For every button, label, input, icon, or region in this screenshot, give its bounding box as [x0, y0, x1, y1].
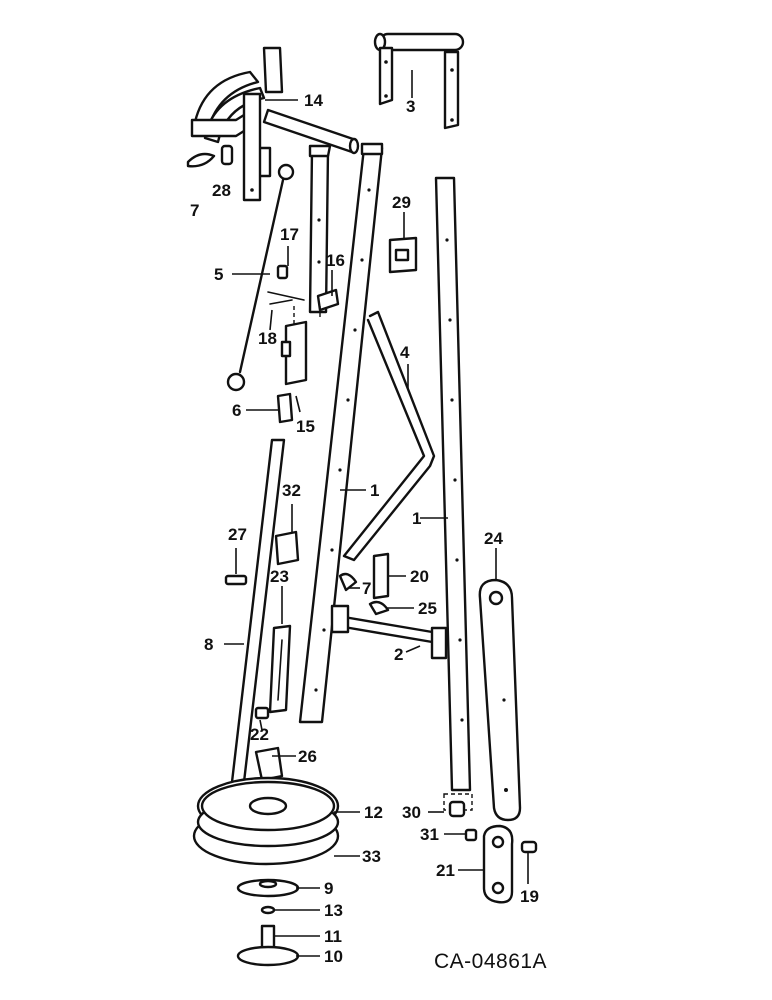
- callout-12: 12: [364, 803, 383, 822]
- part-1-channel-left: [298, 142, 384, 724]
- callout-17: 17: [280, 225, 299, 244]
- callout-27: 27: [228, 525, 247, 544]
- callout-5: 5: [214, 265, 223, 284]
- callout-labels: 14 3 28 7 29 17 16 5 18 4 6 15 32 1 1 27…: [190, 91, 539, 966]
- callout-6: 6: [232, 401, 241, 420]
- part-21-bracket: [482, 824, 514, 904]
- part-32-block: [274, 530, 300, 566]
- callout-19: 19: [520, 887, 539, 906]
- callout-9: 9: [324, 879, 333, 898]
- part-28-pin: [220, 144, 234, 166]
- part-9-flange: [236, 878, 300, 898]
- part-1-channel-right: [434, 176, 472, 792]
- part-4-brace: [342, 310, 436, 562]
- callout-2: 2: [394, 645, 403, 664]
- callout-26: 26: [298, 747, 317, 766]
- callout-3: 3: [406, 97, 415, 116]
- part-5-link: [226, 163, 295, 392]
- part-25-clip: [368, 600, 390, 616]
- callout-29: 29: [392, 193, 411, 212]
- callout-13: 13: [324, 901, 343, 920]
- part-16-block: [316, 288, 340, 312]
- callout-23: 23: [270, 567, 289, 586]
- part-20-bracket: [372, 552, 390, 600]
- callout-15: 15: [296, 417, 315, 436]
- callout-20: 20: [410, 567, 429, 586]
- part-24-arm: [478, 578, 522, 822]
- drawing-code: CA-04861A: [434, 950, 547, 973]
- part-7-clip-mid: [338, 572, 358, 592]
- callout-7-top: 7: [190, 201, 199, 220]
- part-18-pin: [267, 291, 305, 305]
- part-2-crossbar: [330, 604, 448, 660]
- callout-32: 32: [282, 481, 301, 500]
- part-30-bushing: [443, 793, 473, 818]
- part-14-shaft: [262, 108, 360, 155]
- part-27-bolt: [224, 574, 248, 586]
- callout-1-right: 1: [412, 509, 421, 528]
- callout-7-mid: 7: [362, 579, 371, 598]
- part-31-nut: [464, 828, 478, 842]
- part-29-bracket: [388, 236, 418, 274]
- part-10-base: [236, 945, 300, 967]
- callout-30: 30: [402, 803, 421, 822]
- callout-1-left: 1: [370, 481, 379, 500]
- part-13-washer: [260, 905, 276, 915]
- callout-4: 4: [400, 343, 410, 362]
- short-channel: [308, 144, 332, 314]
- callout-28: 28: [212, 181, 231, 200]
- part-22-nut: [254, 706, 270, 720]
- callout-11: 11: [324, 927, 342, 946]
- part-19-pin: [520, 840, 538, 854]
- part-23-strip: [268, 624, 292, 714]
- callout-8: 8: [204, 635, 213, 654]
- part-17-bolt: [276, 264, 289, 280]
- callout-21: 21: [436, 861, 455, 880]
- part-26-bracket: [254, 746, 284, 782]
- leader-lines: [224, 70, 529, 957]
- part-7-clip-top: [186, 152, 216, 168]
- callout-22: 22: [250, 725, 269, 744]
- callout-10: 10: [324, 947, 343, 966]
- part-6-clip: [276, 392, 294, 424]
- part-15-block: [280, 306, 321, 386]
- callout-31: 31: [420, 825, 439, 844]
- callout-25: 25: [418, 599, 437, 618]
- part-12-pulley: [196, 776, 340, 848]
- callout-18: 18: [258, 329, 277, 348]
- callout-16: 16: [326, 251, 345, 270]
- callout-33: 33: [362, 847, 381, 866]
- part-3-bracket: [373, 32, 465, 130]
- callout-14: 14: [304, 91, 323, 110]
- callout-24: 24: [484, 529, 503, 548]
- sheave-bracket: [190, 46, 284, 202]
